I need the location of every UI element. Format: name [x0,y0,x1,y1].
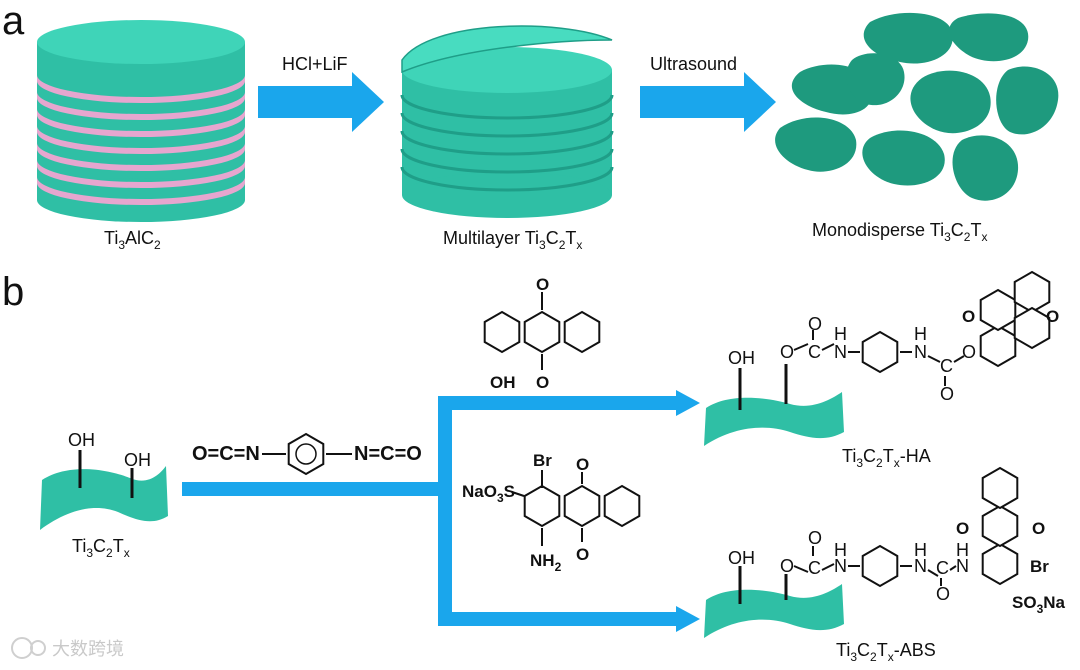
diisocyanate-linker: O=C=N N=C=O [192,433,422,475]
ha-prod-c2: C [940,356,953,376]
ha-o-top: O [536,275,549,294]
reagent-ha-structure: O O OH [483,275,601,392]
ha-prod-oh: OH [728,348,755,368]
label-product-abs: Ti3C2Tx-ABS [836,640,936,664]
monodisperse-flakes-illustration [775,12,1059,201]
abs-br: Br [533,451,552,470]
abs-prod-aq-o2: O [1032,519,1045,538]
abs-prod-h1: H [834,540,847,560]
abs-prod-aq-o1: O [956,519,969,538]
label-start-ti3c2tx: Ti3C2Tx [72,536,130,560]
branch-flow-arrows [182,390,700,632]
ha-prod-o2: O [962,342,976,362]
ha-prod-o-c2: O [940,384,954,404]
abs-prod-h2: H [914,540,927,560]
ti3alc2-stack-illustration [37,20,245,222]
abs-prod-h3: H [956,540,969,560]
ha-prod-h2: H [914,324,927,344]
label-multilayer: Multilayer Ti3C2Tx [443,228,582,252]
ha-prod-n1: N [834,342,847,362]
ha-oh: OH [490,373,516,392]
label-ti3alc2: Ti3AlC2 [104,228,161,252]
arrow-hcl-lif [258,72,384,132]
multilayer-stack-illustration [400,25,614,218]
reagent-abs-structure: Br O O NaO3S NH2 [462,451,641,574]
abs-o-top: O [576,455,589,474]
panel-a-letter: a [2,0,25,43]
start-oh-2: OH [124,450,151,470]
abs-prod-o-c2: O [936,584,950,604]
abs-prod-n1: N [834,556,847,576]
watermark-text: 大数跨境 [52,639,124,659]
ha-prod-n2: N [914,342,927,362]
product-ha: OH O C O H N H N C O O O O Ti3C2Tx-HA [704,271,1059,470]
abs-prod-oh: OH [728,548,755,568]
ha-prod-h1: H [834,324,847,344]
ha-prod-c1: C [808,342,821,362]
abs-prod-o-c1: O [808,528,822,548]
start-sheet: OH OH Ti3C2Tx [40,430,168,560]
abs-so3na: NaO3S [462,482,515,505]
abs-prod-so3na: SO3Na [1012,593,1066,616]
arrow-label-hcl-lif: HCl+LiF [282,54,348,74]
arrow-label-ultrasound: Ultrasound [650,54,737,74]
ha-o-bottom: O [536,373,549,392]
abs-o-bottom: O [576,545,589,564]
abs-prod-br: Br [1030,557,1049,576]
abs-prod-c2: C [936,558,949,578]
ha-prod-o-c1: O [808,314,822,334]
abs-prod-c1: C [808,558,821,578]
abs-prod-n3: N [956,556,969,576]
panel-b-letter: b [2,270,24,314]
product-abs: OH O C O H N H N C O H N O O Br SO3Na Ti… [704,467,1066,664]
ha-prod-o1: O [780,342,794,362]
abs-prod-n2: N [914,556,927,576]
label-monodisperse: Monodisperse Ti3C2Tx [812,220,987,244]
watermark: 大数跨境 [11,637,124,659]
ha-prod-aq-o1: O [962,307,975,326]
linker-right: N=C=O [354,443,422,465]
abs-nh2: NH2 [530,551,562,574]
start-oh-1: OH [68,430,95,450]
label-product-ha: Ti3C2Tx-HA [842,446,931,470]
arrow-ultrasound [640,72,776,132]
linker-left: O=C=N [192,443,260,465]
abs-prod-o1: O [780,556,794,576]
ha-prod-aq-o2: O [1046,307,1059,326]
